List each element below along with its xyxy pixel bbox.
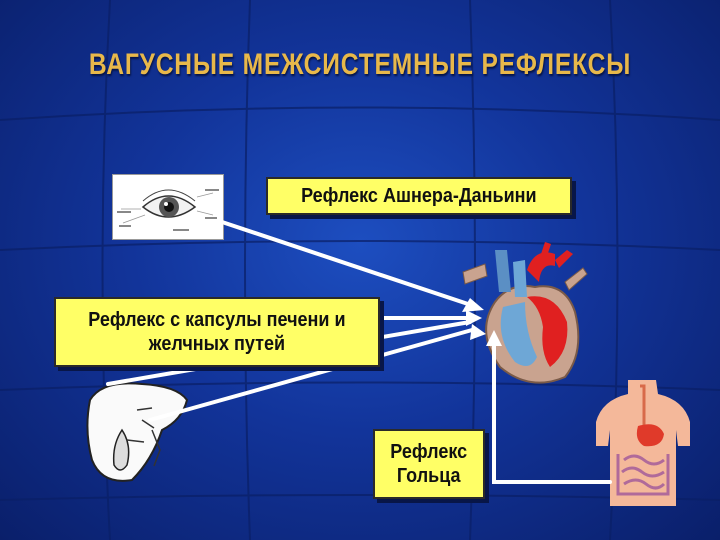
arrow-stomach-to-heart <box>492 343 612 484</box>
slide-title: ВАГУСНЫЕ МЕЖСИСТЕМНЫЕ РЕФЛЕКСЫ <box>88 48 632 81</box>
eye-diagram-icon <box>112 174 224 240</box>
aschner-reflex-label: Рефлекс Ашнера-Даньини <box>266 177 572 215</box>
liver-reflex-text-line1: Рефлекс с капсулы печени и <box>88 309 346 331</box>
goltz-reflex-text-line2: Гольца <box>397 465 461 487</box>
torso-digestive-diagram-icon <box>596 380 690 506</box>
arrow-liver-to-heart-lower <box>148 328 474 422</box>
goltz-reflex-text-line1: Рефлекс <box>390 441 468 463</box>
liver-reflex-label: Рефлекс с капсулы печени и желчных путей <box>54 297 380 367</box>
aschner-reflex-text: Рефлекс Ашнера-Даньини <box>301 185 537 207</box>
heart-diagram-icon <box>462 242 588 384</box>
arrow-eye-to-heart <box>220 220 470 306</box>
liver-diagram-icon <box>86 382 189 482</box>
liver-reflex-text-line2: желчных путей <box>148 333 286 355</box>
goltz-reflex-label: Рефлекс Гольца <box>373 429 485 499</box>
